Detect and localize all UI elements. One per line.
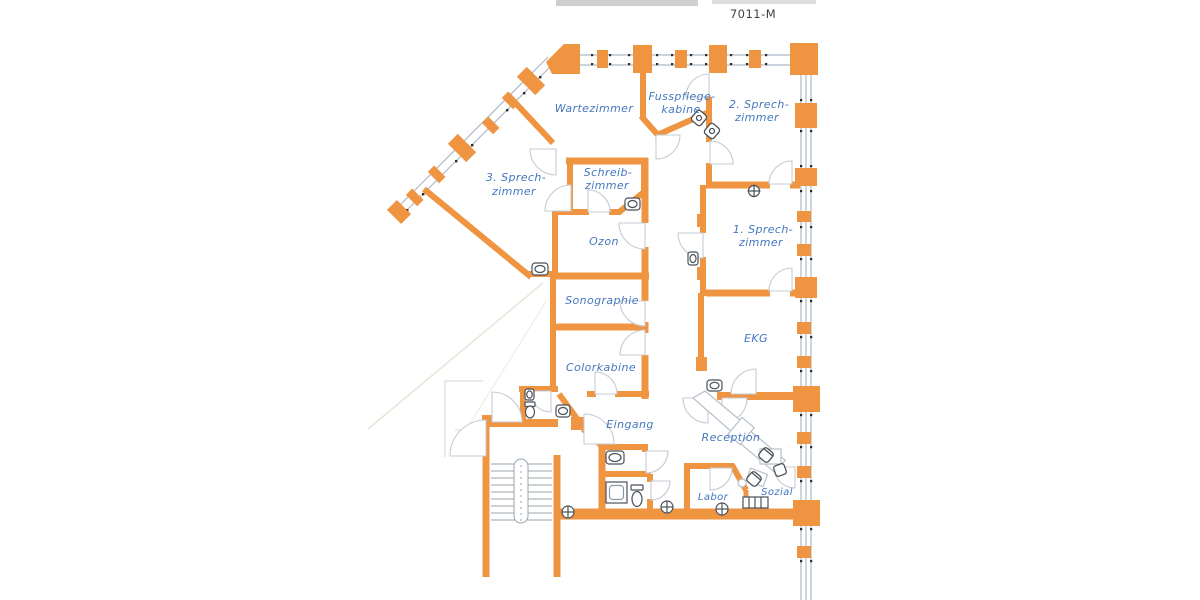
door-arc [685, 73, 710, 98]
door-arc [655, 134, 681, 160]
radiator-icon [660, 500, 674, 514]
stool-icon [737, 478, 747, 488]
chair-icon [773, 463, 787, 477]
shower-icon [605, 481, 628, 504]
corner-pillar-top-right [790, 43, 818, 75]
room-label-ekg: EKG [744, 332, 768, 345]
door-arc [619, 329, 646, 356]
room-label-sprechzimmer3-2: zimmer [491, 185, 537, 198]
sink-icon [524, 388, 535, 401]
room-label-sprechzimmer2-1: 2. Sprech- [729, 98, 789, 111]
door-arc [587, 189, 611, 213]
door-arc [709, 140, 734, 165]
door-arc [583, 413, 615, 445]
room-label-sprechzimmer1-2: zimmer [738, 236, 784, 249]
room-label-schreibzimmer-2: zimmer [584, 179, 630, 192]
window-band-ticks [406, 54, 813, 563]
door-arc [544, 184, 572, 212]
room-label-eingang: Eingang [606, 418, 653, 431]
radiator-icon [715, 502, 729, 516]
room-label-ozon: Ozon [589, 235, 619, 248]
wall-pillars [386, 43, 820, 558]
chair-icon [746, 471, 762, 487]
room-label-colorkabine: Colorkabine [566, 361, 636, 374]
room-label-sprechzimmer3-1: 3. Sprech- [486, 171, 546, 184]
door-arc [594, 371, 618, 395]
door-arc [768, 160, 793, 185]
radiator-grille-icon [742, 496, 769, 509]
room-labels: Wartezimmer Fusspflege- kabine 2. Sprech… [486, 90, 793, 503]
room-label-labor: Labor [698, 492, 729, 503]
sink-icon [706, 379, 723, 392]
diagonal-band-end-pillar [386, 199, 412, 225]
scan-edge-strips [556, 0, 816, 6]
treatment-chair-icon [690, 109, 708, 127]
sink-icon [555, 404, 571, 418]
door-arc [449, 419, 487, 457]
reception-desk-return [726, 416, 756, 446]
chair-icon [758, 447, 774, 463]
chairs [690, 109, 787, 487]
door-arc [619, 300, 646, 327]
room-label-sprechzimmer1-1: 1. Sprech- [733, 223, 793, 236]
room-label-sozial: Sozial [761, 487, 793, 498]
door-arc [709, 467, 733, 491]
room-label-wartezimmer: Wartezimmer [555, 102, 635, 115]
stairs [491, 458, 552, 524]
room-label-reception: Reception [702, 431, 761, 444]
treatment-chair-icon [703, 122, 721, 140]
exterior-landing [444, 380, 483, 457]
room-label-fusspflegekabine-2: kabine [661, 103, 700, 116]
room-label-schreibzimmer-1: Schreib- [584, 166, 633, 179]
door-arc [529, 148, 557, 176]
door-arc [650, 480, 671, 501]
door-arc [730, 368, 757, 395]
sink-icon [624, 197, 641, 211]
door-arc [645, 450, 669, 474]
sink-icon [531, 262, 549, 276]
sink-icon [747, 184, 761, 198]
sink-icon [687, 251, 699, 266]
toilet-icon [630, 484, 644, 508]
door-arcs [449, 73, 796, 501]
radiator-icon [561, 505, 575, 519]
corner-pillar-top-left [546, 44, 580, 74]
room-label-sonographie: Sonographie [565, 294, 639, 307]
fixtures [524, 184, 769, 519]
door-arc [491, 391, 523, 423]
sink-icon [605, 450, 625, 465]
door-arc [618, 222, 646, 250]
toilet-icon [524, 401, 536, 419]
room-label-fusspflegekabine-1: Fusspflege- [648, 90, 715, 103]
plan-title: 7011-M [730, 7, 776, 21]
door-arc [768, 267, 793, 292]
room-label-sprechzimmer2-2: zimmer [734, 111, 780, 124]
